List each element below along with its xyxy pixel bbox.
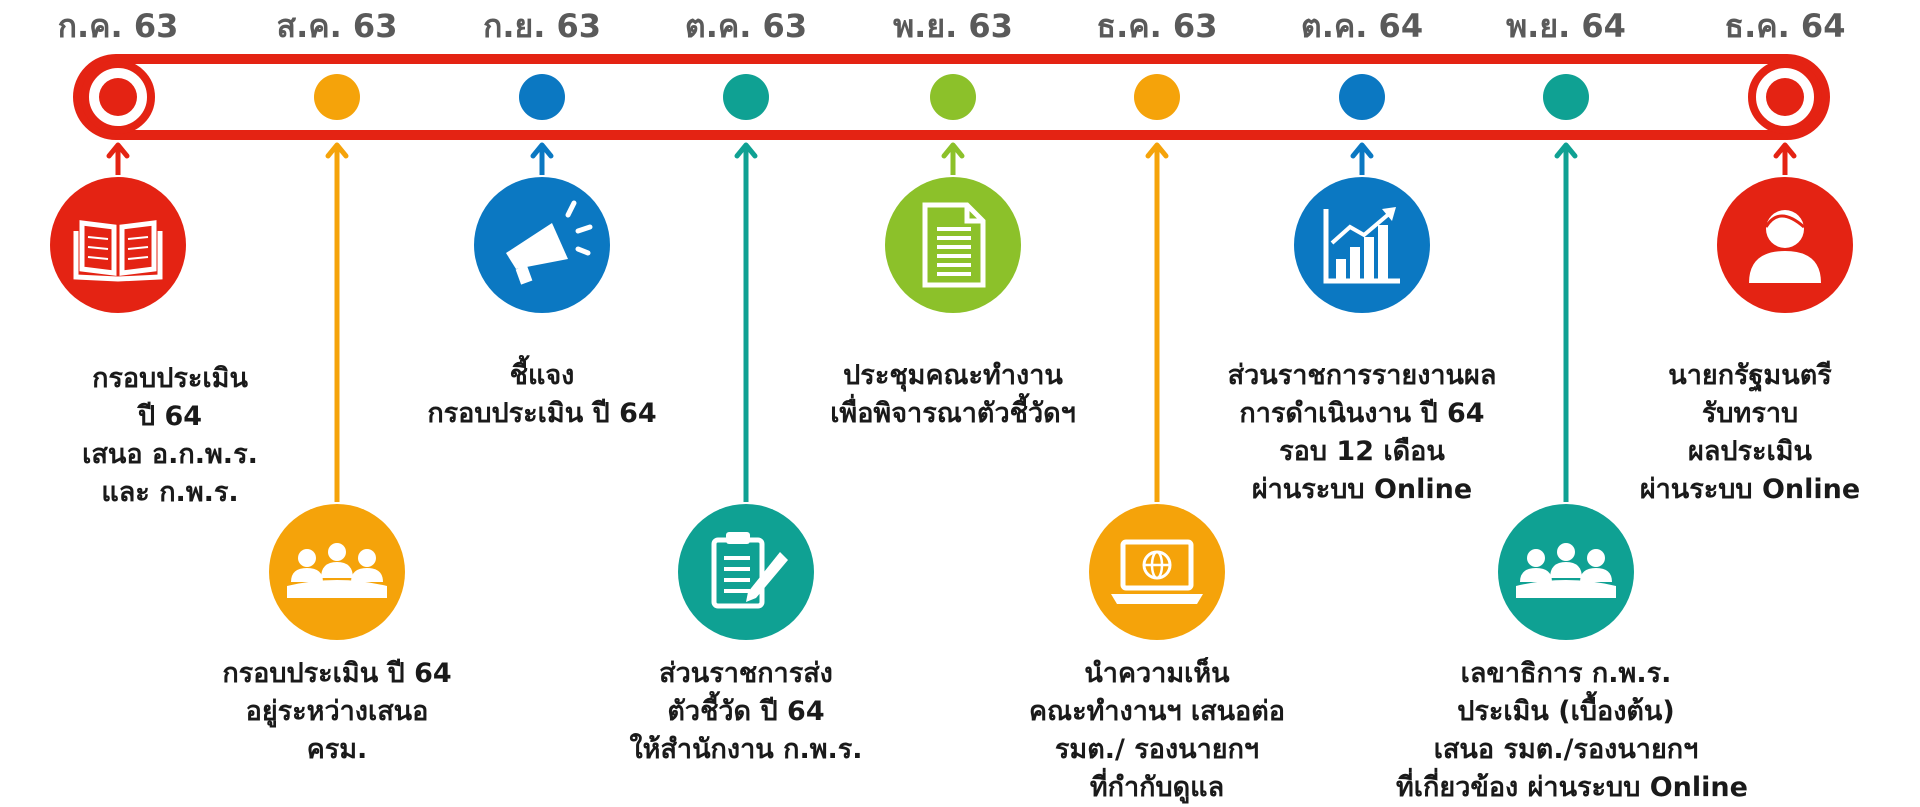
step-label-line: ครม. xyxy=(306,734,368,765)
megaphone-icon xyxy=(506,200,593,285)
step-label-line: ส่วนราชการส่ง xyxy=(659,658,833,689)
step-label-line: ประเมิน (เบื้องต้น) xyxy=(1457,696,1675,727)
step-label-line: ปี 64 xyxy=(137,401,203,432)
timeline-endpoint-dot xyxy=(1766,78,1804,116)
step-label-line: รมต./ รองนายกฯ xyxy=(1054,734,1260,765)
step-label: เลขาธิการ ก.พ.ร. ประเมิน (เบื้องต้น) เสนอ … xyxy=(1396,655,1748,807)
step-label-line: กรอบประเมิน ปี 64 xyxy=(427,398,657,429)
step-label: กรอบประเมิน ปี 64 อยู่ระหว่างเสนอครม. xyxy=(167,655,507,769)
timeline-bar xyxy=(73,54,1830,140)
step-label: นายกรัฐมนตรีรับทราบผลประเมินผ่านระบบ Onl… xyxy=(1580,357,1920,509)
step-label-line: เลขาธิการ ก.พ.ร. xyxy=(1460,658,1672,689)
timeline-node xyxy=(1339,74,1385,120)
step-label-line: ผ่านระบบ Online xyxy=(1639,474,1861,505)
step-label-line: ชี้แจง xyxy=(509,360,575,391)
timeline-node xyxy=(519,74,565,120)
arrow-head-icon xyxy=(106,142,130,159)
timeline-node xyxy=(1543,74,1589,120)
month-label: ส.ค. 63 xyxy=(276,7,398,45)
timeline-step xyxy=(1294,74,1430,313)
step-label-line: คณะทำงานฯ เสนอต่อ xyxy=(1028,696,1286,727)
open-book-icon xyxy=(73,220,163,282)
step-label-line: และ ก.พ.ร. xyxy=(101,477,239,508)
step-label-line: การดำเนินงาน ปี 64 xyxy=(1239,398,1485,429)
person-icon xyxy=(1749,210,1821,283)
timeline-node xyxy=(723,74,769,120)
laptop-globe-icon xyxy=(1111,539,1203,604)
month-label: ก.ย. 63 xyxy=(482,7,602,45)
timeline-node xyxy=(314,74,360,120)
month-label: ต.ค. 63 xyxy=(684,7,808,45)
timeline-node xyxy=(1134,74,1180,120)
icon-badge xyxy=(678,504,814,640)
step-label-line: นำความเห็น xyxy=(1084,658,1230,689)
timeline-step xyxy=(1717,60,1853,313)
step-label-line: เสนอ รมต./รองนายกฯ xyxy=(1433,734,1699,765)
step-label-line: ผ่านระบบ Online xyxy=(1251,474,1473,505)
icon-badge xyxy=(1294,177,1430,313)
arrow-head-icon xyxy=(530,142,554,159)
month-label: พ.ย. 63 xyxy=(893,7,1013,45)
timeline-endpoint-dot xyxy=(99,78,137,116)
step-label-line: ที่เกี่ยวข้อง ผ่านระบบ Online xyxy=(1396,772,1748,803)
month-label: ธ.ค. 63 xyxy=(1096,7,1218,45)
arrow-head-icon xyxy=(734,142,758,159)
step-label: ส่วนราชการส่งตัวชี้วัด ปี 64 ให้สำนักงาน … xyxy=(576,655,916,769)
timeline-step xyxy=(678,74,814,640)
step-label: กรอบประเมินปี 64 เสนอ อ.ก.พ.ร. และ ก.พ.ร. xyxy=(0,360,340,512)
step-label-line: ให้สำนักงาน ก.พ.ร. xyxy=(629,734,863,765)
meeting-group-icon xyxy=(287,543,387,598)
arrow-head-icon xyxy=(1145,142,1169,159)
month-label: ก.ค. 63 xyxy=(57,7,179,45)
clipboard-pen-icon xyxy=(711,532,788,609)
step-label-line: เพื่อพิจารณาตัวชี้วัดฯ xyxy=(830,398,1076,429)
month-label: ธ.ค. 64 xyxy=(1724,7,1846,45)
step-label-line: ส่วนราชการรายงานผล xyxy=(1227,360,1497,391)
month-label: พ.ย. 64 xyxy=(1506,7,1626,45)
timeline-step xyxy=(1498,74,1634,640)
step-label: ประชุมคณะทำงานเพื่อพิจารณาตัวชี้วัดฯ xyxy=(783,357,1123,433)
step-label-line: ตัวชี้วัด ปี 64 xyxy=(667,696,825,727)
step-label-line: ผลประเมิน xyxy=(1688,436,1812,467)
month-label: ต.ค. 64 xyxy=(1300,7,1424,45)
step-label-line: นายกรัฐมนตรี xyxy=(1668,360,1832,391)
document-icon xyxy=(922,202,986,288)
icon-badge xyxy=(1089,504,1225,640)
arrow-head-icon xyxy=(1773,142,1797,159)
step-label: นำความเห็นคณะทำงานฯ เสนอต่อรมต./ รองนายก… xyxy=(987,655,1327,807)
arrow-head-icon xyxy=(325,142,349,159)
arrow-head-icon xyxy=(1554,142,1578,159)
bar-chart-growth-icon xyxy=(1323,207,1400,284)
step-label: ส่วนราชการรายงานผลการดำเนินงาน ปี 64 รอบ … xyxy=(1192,357,1532,509)
step-label-line: กรอบประเมิน xyxy=(92,363,248,394)
step-label-line: อยู่ระหว่างเสนอ xyxy=(245,696,429,727)
arrow-head-icon xyxy=(941,142,965,159)
meeting-group-icon xyxy=(1516,543,1616,598)
step-label-line: รับทราบ xyxy=(1701,398,1799,429)
arrow-head-icon xyxy=(1350,142,1374,159)
timeline-step xyxy=(1089,74,1225,640)
timeline-step xyxy=(269,74,405,640)
step-label-line: ที่กำกับดูแล xyxy=(1089,772,1225,803)
step-label: ชี้แจงกรอบประเมิน ปี 64 xyxy=(372,357,712,433)
timeline-step xyxy=(50,60,186,313)
icon-badge xyxy=(50,177,186,313)
timeline-step xyxy=(474,74,610,313)
step-label-line: รอบ 12 เดือน xyxy=(1279,436,1445,467)
step-label-line: กรอบประเมิน ปี 64 xyxy=(222,658,452,689)
step-label-line: เสนอ อ.ก.พ.ร. xyxy=(82,439,258,470)
step-label-line: ประชุมคณะทำงาน xyxy=(843,360,1063,391)
timeline-step xyxy=(885,74,1021,313)
timeline-node xyxy=(930,74,976,120)
